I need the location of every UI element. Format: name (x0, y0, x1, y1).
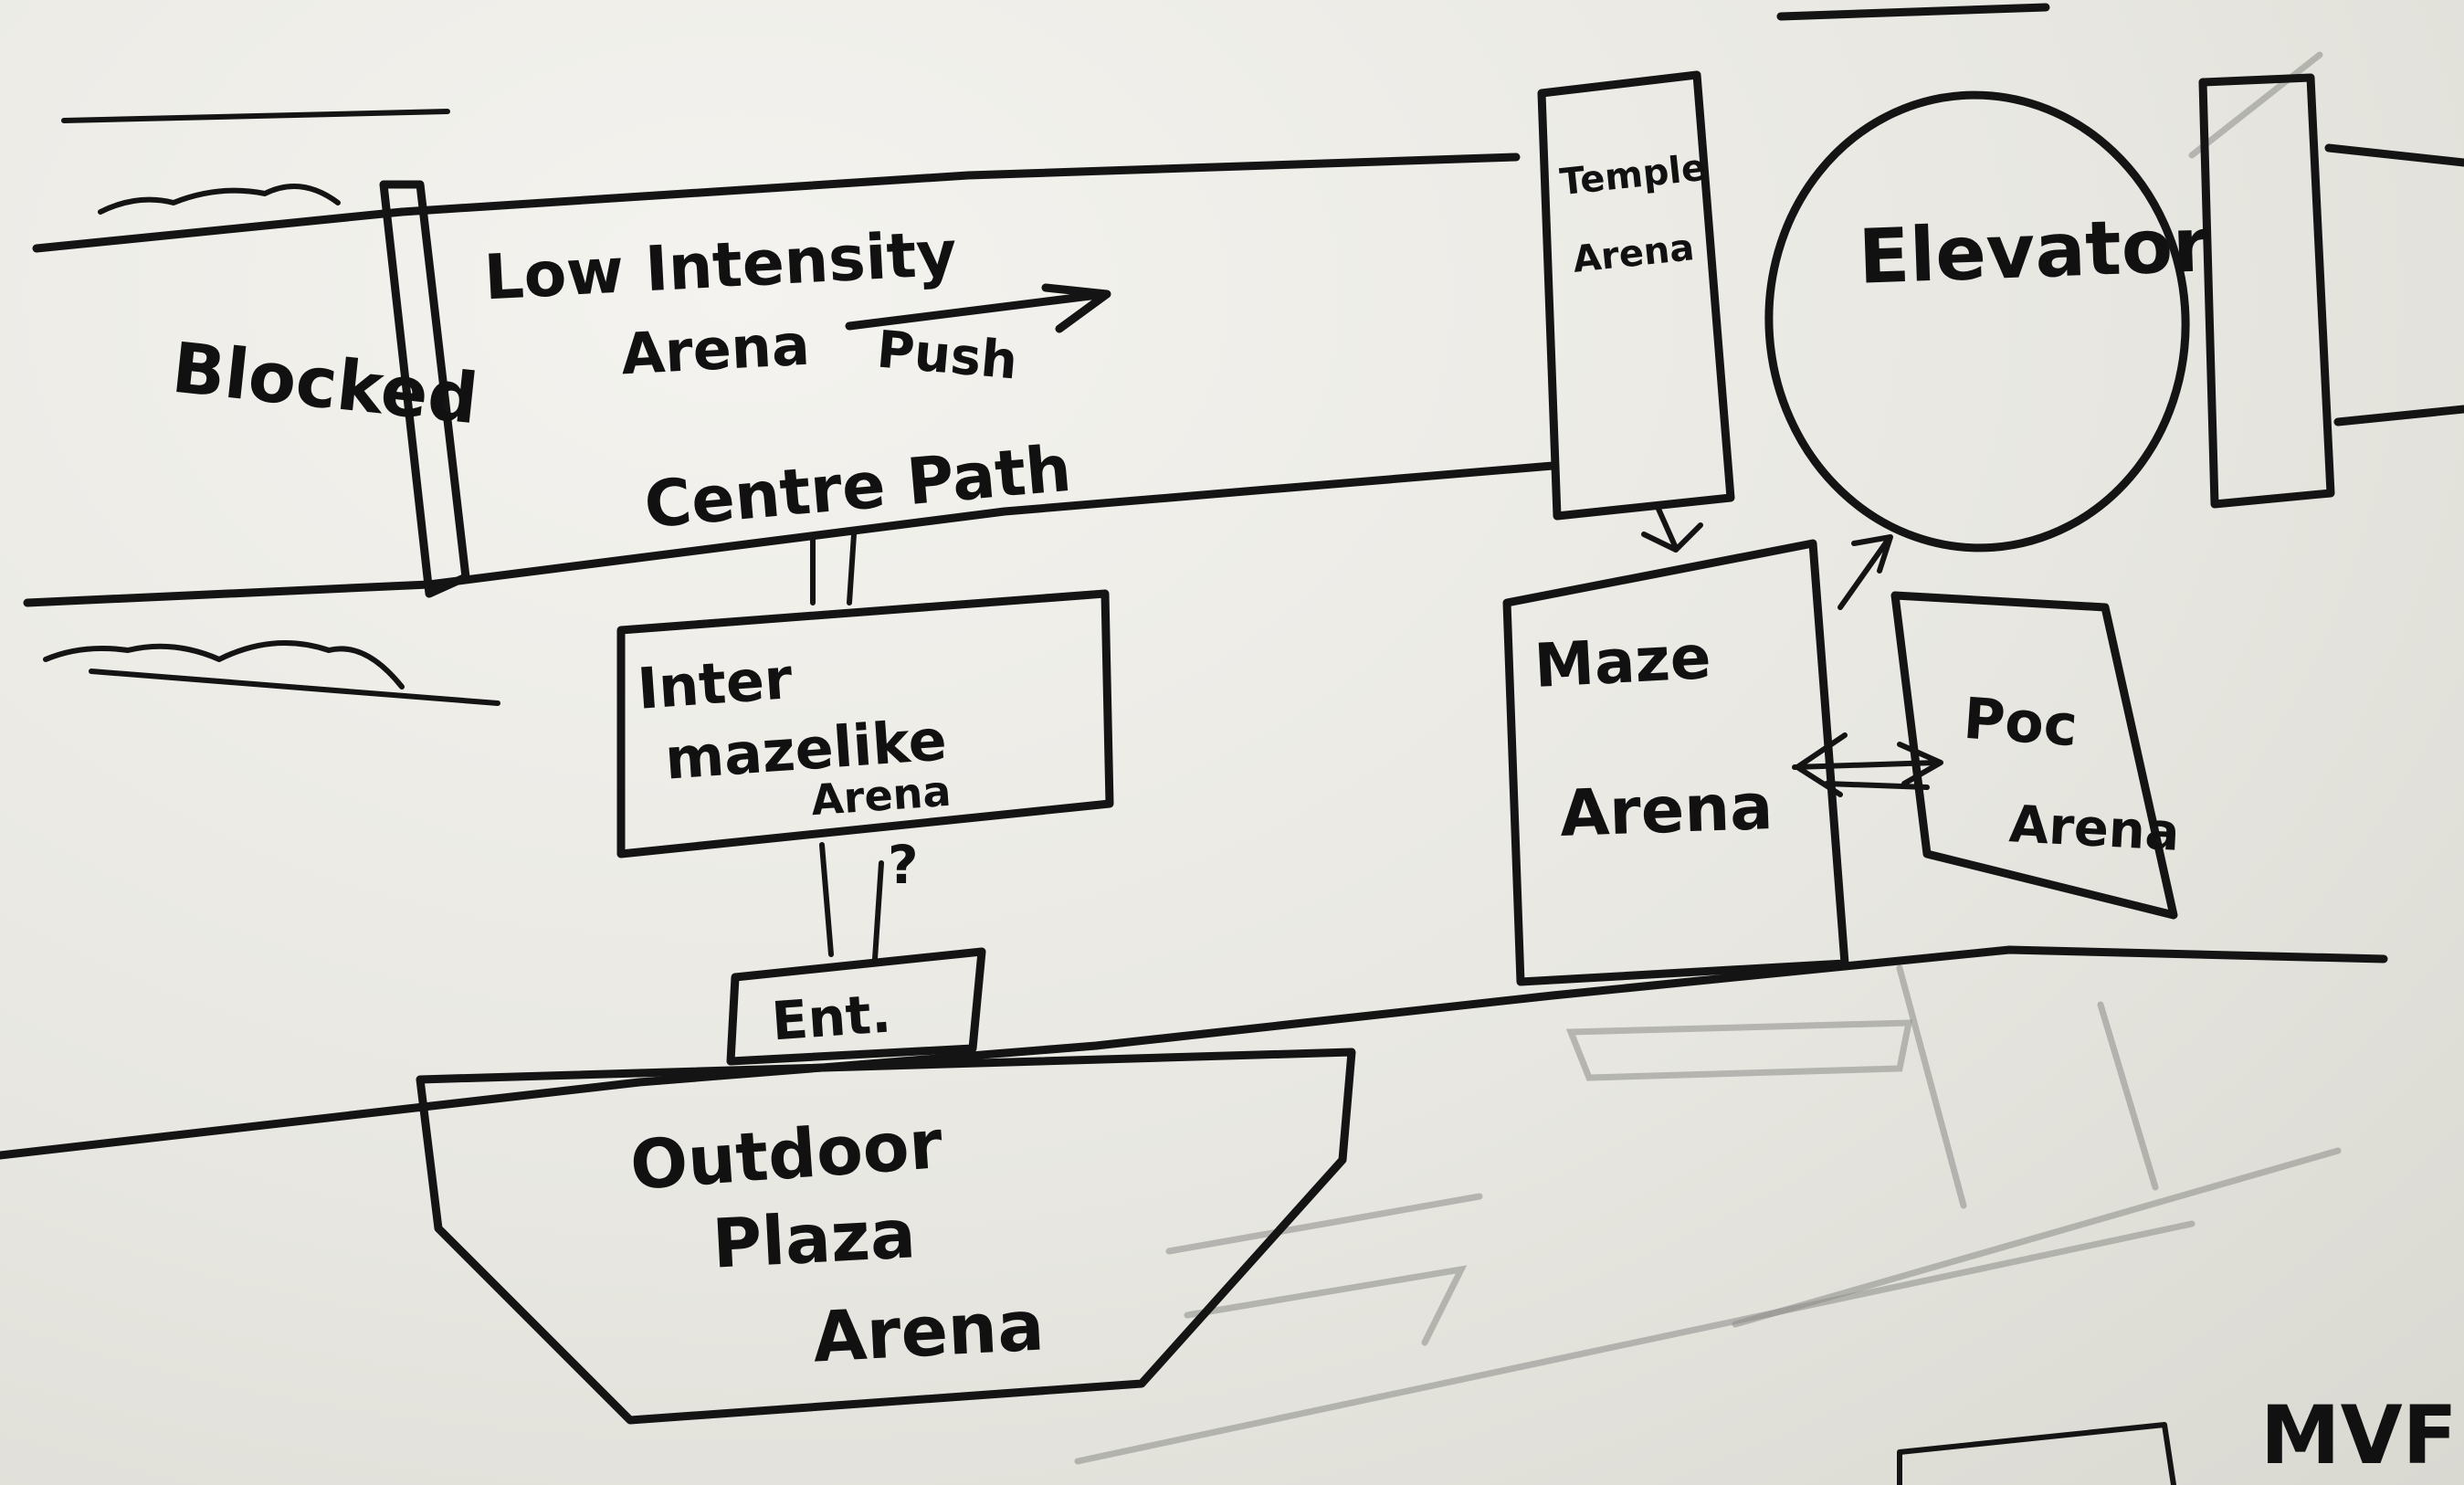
inter-label-3: Arena (809, 765, 953, 826)
inter-label-1: Inter (635, 645, 795, 722)
corridor-lower-right (2333, 405, 2464, 427)
ghost-mark (1074, 1220, 2195, 1465)
ghost-mark (1732, 1147, 2342, 1328)
maze-label-1: Maze (1532, 621, 1713, 702)
ghost-mark (2188, 51, 2323, 159)
elevator-circle (1764, 90, 2190, 553)
maze-arena-box (1502, 539, 1849, 986)
top-right-line (1776, 3, 2050, 21)
ent-label: Ent. (769, 982, 893, 1053)
inter-mazelike-box (616, 589, 1114, 858)
ghost-mark (1184, 1265, 1468, 1346)
left-short-line-top (61, 109, 450, 123)
centre-path-connector (810, 532, 857, 606)
ghost-mark (1565, 1019, 1913, 1081)
corridor-upper-line (32, 153, 1521, 253)
poc-label-2: Arena (2007, 795, 2182, 863)
push-arrow (845, 283, 1111, 333)
left-short-line-bottom (89, 669, 500, 706)
maze-elevator-arrow (1837, 534, 1893, 610)
elevator-label: Elevator (1857, 202, 2212, 301)
inter-ent-connector (819, 842, 834, 957)
poc-label-1: Poc (1961, 684, 2080, 760)
temple-maze-arrow (1641, 504, 1703, 553)
corridor-lower-line (23, 461, 1557, 607)
floor-line (0, 945, 2388, 1160)
outdoor-plaza-box (416, 1048, 1356, 1425)
arena-push-label: Arena (619, 311, 812, 388)
outdoor-label-3: Arena (810, 1284, 1047, 1378)
ent-box (726, 947, 986, 1066)
question-mark: ? (888, 834, 919, 896)
right-pillar (2198, 73, 2335, 509)
maze-poc-arrow-lower (1824, 781, 1930, 790)
wavy-mark-top (98, 184, 341, 215)
wavy-mark-bottom (43, 640, 405, 690)
bottom-right-rect (1897, 1422, 2176, 1485)
outdoor-label-1: Outdoor (627, 1105, 945, 1206)
corridor-upper-right (2324, 143, 2464, 167)
poc-arena-box (1890, 591, 2178, 920)
ghost-mark (2097, 1001, 2159, 1191)
maze-label-2: Arena (1558, 768, 1774, 852)
push-label: Push (874, 320, 1020, 392)
blocked-wall (379, 180, 470, 598)
temple-arena-box (1537, 70, 1735, 521)
ghost-mark (1165, 1193, 1483, 1255)
corner-label: MVF (2260, 1388, 2458, 1482)
outdoor-label-2: Plaza (710, 1195, 918, 1284)
inter-ent-connector-dashed (872, 860, 884, 962)
ghost-mark (1896, 964, 1967, 1209)
